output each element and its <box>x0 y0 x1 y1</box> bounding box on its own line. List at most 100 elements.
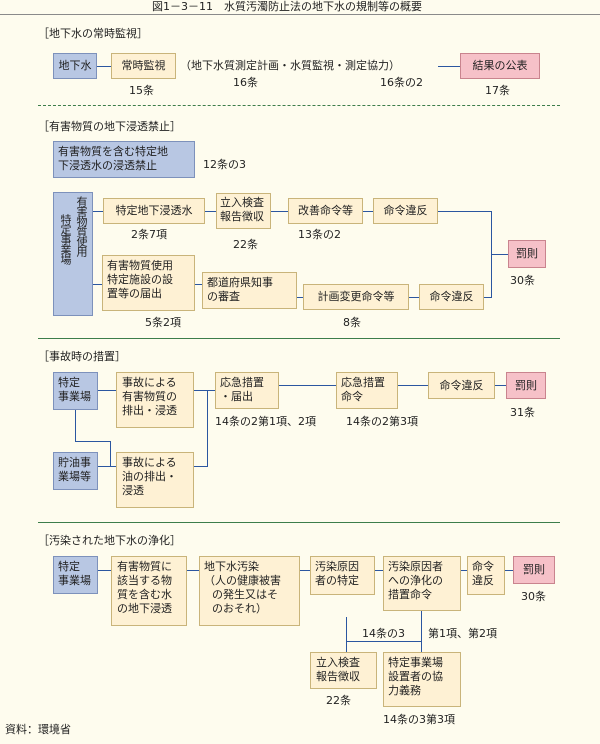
box-line: 応急措置 <box>220 376 264 389</box>
connector <box>363 211 373 212</box>
box-line: 報告徴収 <box>316 670 360 683</box>
connector <box>409 297 419 298</box>
box-line: 特定事業場 <box>59 214 72 264</box>
box-line: 特定 <box>58 560 80 573</box>
article-label: 15条 <box>129 84 154 97</box>
article-label: 22条 <box>326 694 351 707</box>
connector <box>98 390 116 391</box>
hazardous-infiltration-box: 有害物質に 該当する物 質を含む水 の地下浸透 <box>111 556 187 626</box>
connector <box>300 570 310 571</box>
connector <box>93 211 103 212</box>
section-heading-purification: ［汚染された地下水の浄化］ <box>38 534 181 547</box>
inspection-box-2: 立入検査 報告徴収 <box>310 652 377 689</box>
box-line: 応急措置 <box>341 376 385 389</box>
article-label: 14条の3 <box>362 627 405 640</box>
article-label: 31条 <box>510 406 535 419</box>
connector <box>375 570 383 571</box>
box-line: の審査 <box>207 290 240 303</box>
section-separator <box>38 522 560 523</box>
article-label: 22条 <box>233 238 258 251</box>
governor-review-box: 都道府県知事 の審査 <box>202 272 297 309</box>
infiltration-prohibition-box: 有害物質を含む特定地 下浸透水の浸透禁止 <box>53 141 195 178</box>
box-line: 命令 <box>472 560 494 573</box>
connector <box>110 441 111 467</box>
box-line: 立入検査 <box>220 196 264 209</box>
connector <box>484 297 492 298</box>
box-line: の地下浸透 <box>117 602 172 615</box>
connector <box>187 570 199 571</box>
connector <box>110 466 116 467</box>
box-line: 事故による <box>122 456 177 469</box>
box-line: ・届出 <box>220 390 253 403</box>
box-line: 該当する物 <box>117 574 172 587</box>
box-line: 命令 <box>341 390 363 403</box>
box-line: 油の排出・ <box>122 470 177 483</box>
article-label: 8条 <box>343 316 361 329</box>
box-line: 者の特定 <box>315 574 359 587</box>
section-separator <box>38 105 560 106</box>
box-line: 特定施設の設 <box>107 273 173 286</box>
connector <box>438 66 460 67</box>
article-label: 14条の3第3項 <box>383 713 455 726</box>
emergency-measures-box: 応急措置 ・届出 <box>215 372 279 409</box>
box-line: 有害物質使用 <box>107 259 173 272</box>
connector <box>421 641 422 652</box>
inspection-box: 立入検査 報告徴収 <box>216 193 271 229</box>
specified-site-box-2: 特定 事業場 <box>53 556 98 594</box>
article-label: 17条 <box>485 84 510 97</box>
box-line: 力義務 <box>388 684 421 697</box>
penalty-box-3: 罰則 <box>513 556 555 584</box>
identify-polluter-box: 汚染原因 者の特定 <box>310 556 375 595</box>
section-heading-monitoring: ［地下水の常時監視］ <box>38 27 148 40</box>
box-line: 設置者の協 <box>388 670 443 683</box>
connector <box>271 211 288 212</box>
box-line: 質を含む水 <box>117 588 172 601</box>
publish-box: 結果の公表 <box>460 53 540 79</box>
article-label: 16条 <box>233 76 258 89</box>
improvement-order-box: 改善命令等 <box>288 198 363 224</box>
connector <box>205 211 216 212</box>
purification-order-box: 汚染原因者 への浄化の 措置命令 <box>383 556 461 611</box>
box-line: 浸透 <box>122 484 144 497</box>
box-line: 事業場 <box>58 574 91 587</box>
title-underline <box>0 14 600 15</box>
article-label: 30条 <box>510 274 535 287</box>
order-violation-box: 命令違反 <box>373 198 438 224</box>
plan-change-order-box: 計画変更命令等 <box>303 284 409 310</box>
monitoring-items: （地下水質測定計画・水質監視・測定協力） <box>180 59 400 72</box>
box-line: のおそれ） <box>212 602 267 615</box>
connector <box>346 641 422 642</box>
notification-box: 有害物質使用 特定施設の設 置等の届出 <box>102 255 195 311</box>
connector <box>398 385 428 386</box>
box-line: 有害物質に <box>117 560 172 573</box>
accident-oil-box: 事故による 油の排出・ 浸透 <box>116 452 194 508</box>
infiltration-water-box: 特定地下浸透水 <box>103 198 205 224</box>
accident-hazardous-box: 事故による 有害物質の 排出・浸透 <box>116 372 194 428</box>
box-line: 有害物質の <box>122 390 177 403</box>
connector <box>98 466 111 467</box>
connector <box>495 385 506 386</box>
section-heading-infiltration: ［有害物質の地下浸透禁止］ <box>38 120 181 133</box>
article-label: 12条の3 <box>203 158 246 171</box>
hazardous-site-box: 有害物質使用 特定事業場 <box>53 192 93 316</box>
connector <box>297 297 303 298</box>
connector <box>194 466 208 467</box>
connector <box>491 254 508 255</box>
box-line: 排出・浸透 <box>122 404 177 417</box>
order-violation-box-3: 命令違反 <box>428 372 495 399</box>
box-line: 事業場 <box>58 390 91 403</box>
specified-site-box: 特定 事業場 <box>53 372 98 410</box>
penalty-box-2: 罰則 <box>506 372 546 399</box>
box-line: 下浸透水の浸透禁止 <box>58 159 157 172</box>
article-label: 5条2項 <box>145 316 181 329</box>
groundwater-box: 地下水 <box>53 53 97 79</box>
article-label: 14条の2第1項、2項 <box>215 415 316 428</box>
box-line: 違反 <box>472 574 494 587</box>
box-line: 有害物質使用 <box>75 196 88 256</box>
connector <box>461 570 467 571</box>
connector <box>207 390 208 467</box>
penalty-box: 罰則 <box>508 240 546 268</box>
monitoring-box: 常時監視 <box>111 53 176 79</box>
figure-title: 図1－3－11 水質汚濁防止法の地下水の規制等の概要 <box>152 0 422 13</box>
article-label: 30条 <box>521 590 546 603</box>
